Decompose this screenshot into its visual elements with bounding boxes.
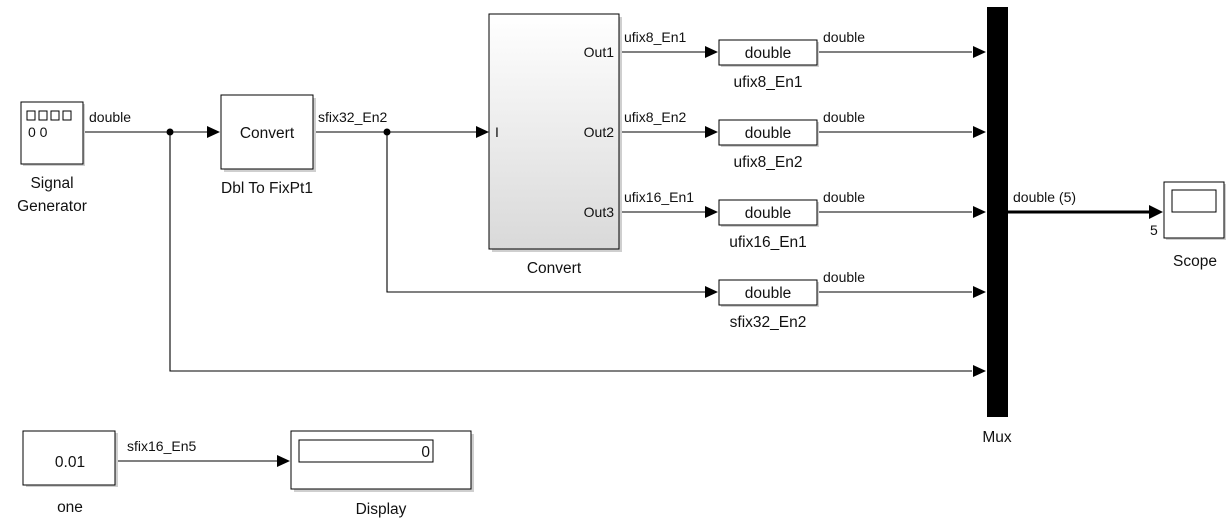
arrowhead xyxy=(973,365,986,377)
dbl-to-fixpt-label: Dbl To FixPt1 xyxy=(221,180,313,197)
convert-port-out3: Out3 xyxy=(584,204,615,220)
conversion-block-inner-text: double xyxy=(745,285,792,302)
display-readout-box xyxy=(298,439,434,463)
conversion-block-label: ufix16_En1 xyxy=(729,234,807,251)
conversion-block-ufix16-en1[interactable]: double xyxy=(718,199,819,227)
dbl-to-fixpt-block[interactable]: Convert xyxy=(220,94,316,172)
display-block[interactable]: 0 xyxy=(290,430,474,492)
signal-label-sg-out: double xyxy=(89,109,131,125)
mux-label: Mux xyxy=(982,429,1012,446)
mux-block[interactable] xyxy=(987,7,1008,417)
scope-port-width: 5 xyxy=(1150,222,1158,238)
arrowhead xyxy=(973,46,986,58)
branch-point xyxy=(383,128,391,136)
conversion-block-label: ufix8_En1 xyxy=(734,74,803,91)
constant-label: one xyxy=(57,499,83,516)
arrowhead xyxy=(705,286,718,298)
conversion-block-inner-text: double xyxy=(745,45,792,62)
signal-label-conv1: double xyxy=(823,29,865,45)
convert-subsystem-label: Convert xyxy=(527,260,582,277)
arrowhead xyxy=(973,286,986,298)
display-value: 0 xyxy=(421,444,430,461)
scope-block[interactable] xyxy=(1163,181,1226,240)
display-label: Display xyxy=(356,501,407,518)
arrowhead xyxy=(705,206,718,218)
signal-label-conv2: double xyxy=(823,109,865,125)
conversion-block-sfix32-en2[interactable]: double xyxy=(718,279,819,307)
arrowhead xyxy=(207,126,220,138)
convert-subsystem-body xyxy=(488,13,620,250)
convert-port-in1: I xyxy=(495,124,499,140)
convert-subsystem-block[interactable]: I Out1 Out2 Out3 xyxy=(488,13,622,252)
scope-screen-icon xyxy=(1171,189,1217,213)
arrowhead xyxy=(973,126,986,138)
conversion-block-label: ufix8_En2 xyxy=(734,154,803,171)
signal-generator-block[interactable]: 0 0 xyxy=(20,101,85,166)
signal-label-out2: ufix8_En2 xyxy=(624,109,686,125)
signal-label-conv3: double xyxy=(823,189,865,205)
signal-label-conv4: double xyxy=(823,269,865,285)
arrowhead xyxy=(476,126,489,138)
signal-label-dbl-out: sfix32_En2 xyxy=(318,109,387,125)
conversion-block-label: sfix32_En2 xyxy=(730,314,807,331)
arrowhead xyxy=(1149,205,1163,219)
signal-label-out3: ufix16_En1 xyxy=(624,189,694,205)
signal-generator-icon xyxy=(26,110,72,121)
convert-port-out2: Out2 xyxy=(584,124,615,140)
signal-label-const-out: sfix16_En5 xyxy=(127,438,196,454)
signal-label-mux-out: double (5) xyxy=(1013,189,1076,205)
branch-point xyxy=(166,128,174,136)
constant-block[interactable]: 0.01 xyxy=(22,430,118,487)
convert-port-out1: Out1 xyxy=(584,44,615,60)
arrowhead xyxy=(277,455,290,467)
signal-label-out1: ufix8_En1 xyxy=(624,29,686,45)
arrowhead xyxy=(705,46,718,58)
constant-value: 0.01 xyxy=(55,454,85,471)
arrowhead xyxy=(973,206,986,218)
conversion-block-ufix8-en1[interactable]: double xyxy=(718,39,819,67)
signal-line-branch-sfix32[interactable] xyxy=(386,132,706,293)
conversion-block-ufix8-en2[interactable]: double xyxy=(718,119,819,147)
signal-line-branch-mux5[interactable] xyxy=(169,132,972,372)
signal-generator-icon-text: 0 0 xyxy=(28,124,48,140)
arrowhead xyxy=(705,126,718,138)
signal-generator-label: Signal xyxy=(30,175,73,192)
signal-generator-label-line2: Generator xyxy=(17,198,87,215)
dbl-to-fixpt-inner-text: Convert xyxy=(240,125,295,142)
scope-label: Scope xyxy=(1173,253,1217,270)
conversion-block-inner-text: double xyxy=(745,205,792,222)
conversion-block-inner-text: double xyxy=(745,125,792,142)
